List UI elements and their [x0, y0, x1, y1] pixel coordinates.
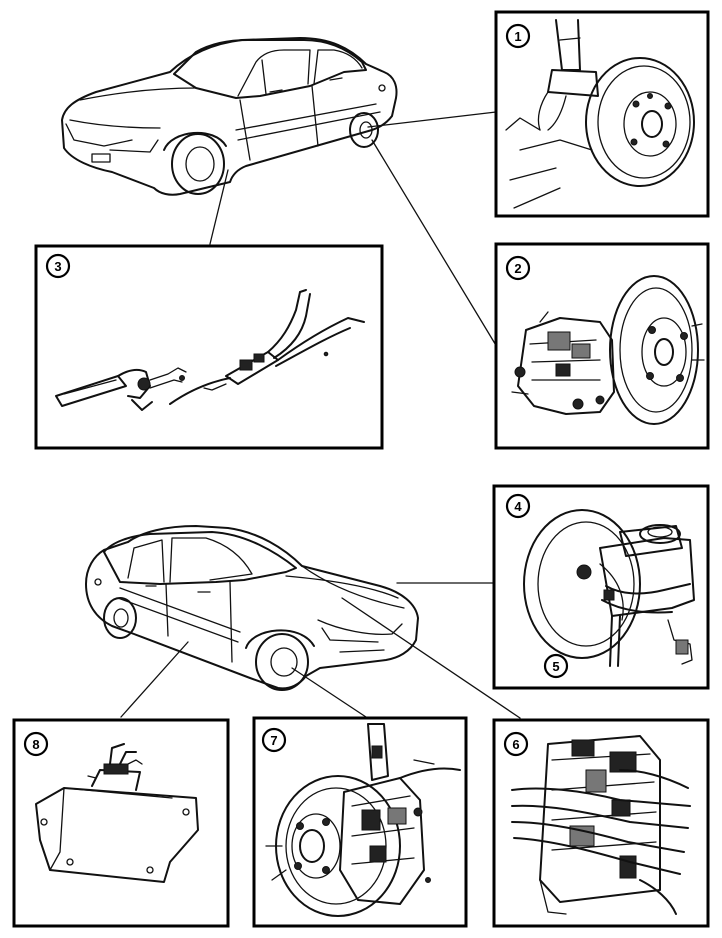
brake-booster — [523, 509, 641, 659]
leader-line-1 — [367, 111, 497, 128]
callout-5-label: 5 — [552, 659, 559, 674]
panel-7-frame — [252, 716, 468, 928]
parking-brake-cables-icon — [55, 289, 365, 411]
front-wheel-bottom — [255, 633, 309, 691]
sedan-front-three-quarter-icon — [85, 525, 419, 691]
callout-1 — [505, 23, 531, 49]
brake-rotor — [609, 275, 699, 425]
panel-7: 7 — [252, 716, 468, 928]
leader-line-6 — [341, 597, 521, 719]
callout-3 — [45, 253, 71, 279]
brake-drum — [585, 57, 695, 187]
rear-wheel-bottom — [103, 597, 137, 639]
callout-6-label: 6 — [512, 737, 519, 752]
control-module-housing — [35, 787, 199, 883]
callout-8 — [23, 731, 49, 757]
sedan-rear-three-quarter-icon — [61, 37, 398, 196]
callout-7 — [261, 727, 287, 753]
rear-disc-brake-caliper-icon — [511, 275, 705, 425]
panel-8-frame — [12, 718, 230, 928]
panel-2: 2 — [494, 242, 710, 450]
callout-4-label: 4 — [514, 499, 522, 514]
callout-3-label: 3 — [54, 259, 61, 274]
abs-hydraulic-unit-icon — [511, 735, 691, 915]
callout-2-label: 2 — [514, 261, 521, 276]
panel-8: 8 — [12, 718, 230, 928]
abs-control-module-icon — [35, 743, 199, 883]
panel-1: 1 — [494, 10, 710, 218]
callout-7-label: 7 — [270, 733, 277, 748]
leader-line-2 — [371, 139, 498, 348]
panel-4: 4 5 — [492, 484, 710, 690]
callout-2 — [505, 255, 531, 281]
rear-drum-brake-icon — [505, 19, 695, 209]
panel-3: 3 — [34, 244, 384, 450]
panel-6: 6 — [492, 718, 710, 928]
leader-line-8 — [120, 641, 189, 718]
front-disc-brake-caliper-icon — [265, 723, 461, 917]
parking-brake-lever — [55, 375, 127, 407]
callout-6 — [503, 731, 529, 757]
brake-booster-master-cylinder-icon — [523, 509, 695, 667]
front-wheel — [171, 133, 225, 195]
rear-wheel — [349, 112, 379, 148]
panel-3-frame — [34, 244, 384, 450]
callout-4 — [505, 493, 531, 519]
callout-1-label: 1 — [514, 29, 521, 44]
leader-line-7 — [291, 667, 367, 718]
callout-5 — [543, 653, 569, 679]
panel-1-frame — [494, 10, 710, 218]
callout-8-label: 8 — [32, 737, 39, 752]
